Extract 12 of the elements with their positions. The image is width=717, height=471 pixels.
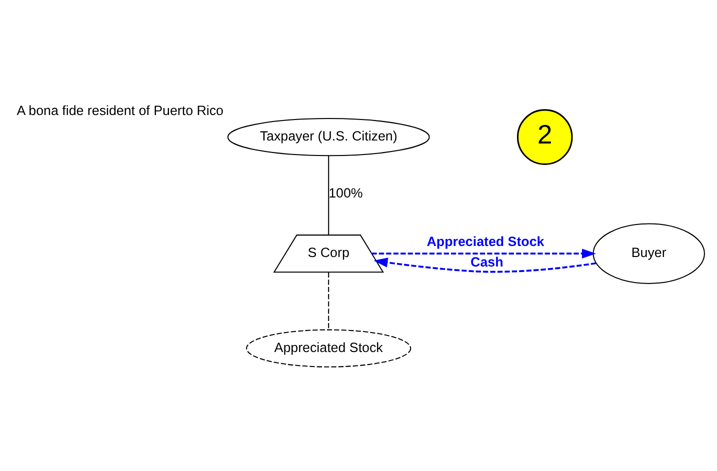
node-circle: 2 xyxy=(516,109,573,165)
edge-label: Cash xyxy=(470,254,504,270)
arrow xyxy=(374,258,596,273)
node-ellipse: Appreciated Stock xyxy=(246,329,412,368)
arrow xyxy=(372,248,596,259)
node-label: A bona fide resident of Puerto Rico xyxy=(16,102,224,118)
connector xyxy=(328,156,330,235)
node-ellipse: Buyer xyxy=(592,223,705,284)
edge-label: 100% xyxy=(328,185,363,200)
node-ellipse: Taxpayer (U.S. Citizen) xyxy=(227,118,430,156)
connector xyxy=(328,272,330,330)
edge-label: Appreciated Stock xyxy=(426,234,544,249)
